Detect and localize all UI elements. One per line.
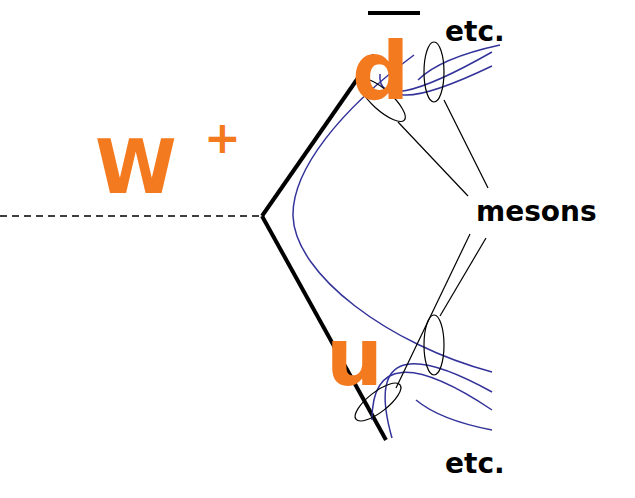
charge-sign: +: [204, 116, 241, 160]
quark-line: [262, 216, 386, 440]
leader-lines: [396, 100, 488, 388]
quark-symbol: u: [326, 318, 383, 398]
etc-note: etc.: [445, 18, 505, 46]
w-boson-line: [0, 215, 262, 217]
antiquark-symbol: d: [352, 32, 409, 112]
etc-note: etc.: [445, 450, 505, 478]
mesons-label: mesons: [476, 198, 597, 226]
anti-bar: [368, 11, 420, 15]
boson-symbol: W: [95, 130, 177, 204]
